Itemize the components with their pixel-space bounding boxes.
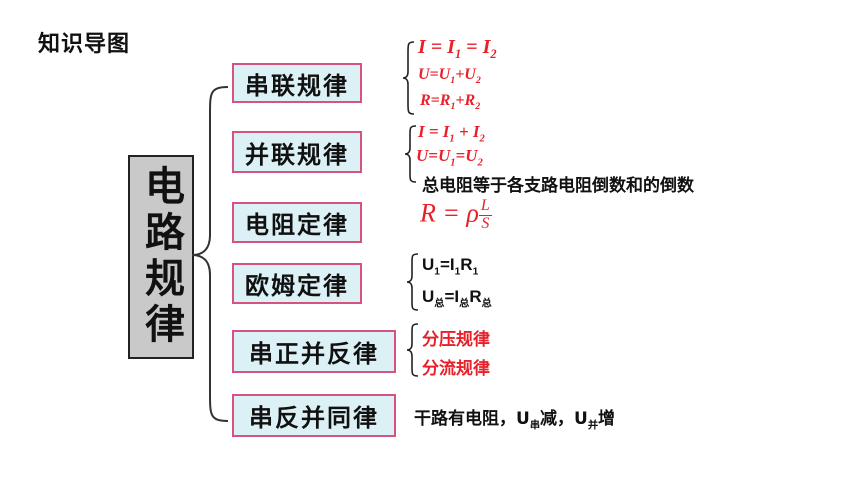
series-parallel-same-note: 干路有电阻，U串减，U并增 (414, 409, 615, 432)
rule-box-series-parallel-same: 串反并同律 (232, 394, 396, 437)
brace-parallel (404, 125, 417, 183)
rule-box-series: 串联规律 (232, 63, 362, 103)
rule-label-ohm: 欧姆定律 (245, 272, 349, 300)
ohm-eq-1: U1=I1R1 (422, 255, 479, 278)
rule-label-series-parallel-same: 串反并同律 (249, 404, 379, 432)
series-eq-resistance: R=R1+R2 (420, 92, 481, 113)
series-eq-current: I = I1 = I2 (418, 36, 497, 61)
parallel-eq-current: I = I1 + I2 (418, 122, 485, 145)
main-topic-label: 电路规律 (138, 165, 184, 349)
rule-box-ohm: 欧姆定律 (232, 263, 362, 304)
series-eq-voltage: U=U1+U2 (418, 66, 481, 87)
rule-box-resistance: 电阻定律 (232, 202, 362, 243)
rule-box-series-parallel: 串正并反律 (232, 330, 396, 373)
voltage-division-rule: 分压规律 (422, 330, 490, 350)
current-division-rule: 分流规律 (422, 359, 490, 379)
main-brace (191, 86, 229, 422)
brace-series-parallel (406, 323, 419, 377)
rule-label-parallel: 并联规律 (245, 140, 349, 169)
rule-label-resistance: 电阻定律 (245, 211, 349, 239)
main-topic-box: 电路规律 (128, 155, 194, 359)
brace-series (402, 41, 415, 115)
rule-box-parallel: 并联规律 (232, 131, 362, 173)
brace-ohm (406, 253, 419, 311)
parallel-eq-voltage: U=U1=U2 (416, 146, 483, 169)
rule-label-series-parallel: 串正并反律 (249, 340, 379, 368)
ohm-eq-2: U总=I总R总 (422, 287, 492, 310)
rule-label-series: 串联规律 (245, 71, 349, 100)
page-title: 知识导图 (38, 32, 131, 57)
parallel-note: 总电阻等于各支路电阻倒数和的倒数 (422, 176, 694, 196)
